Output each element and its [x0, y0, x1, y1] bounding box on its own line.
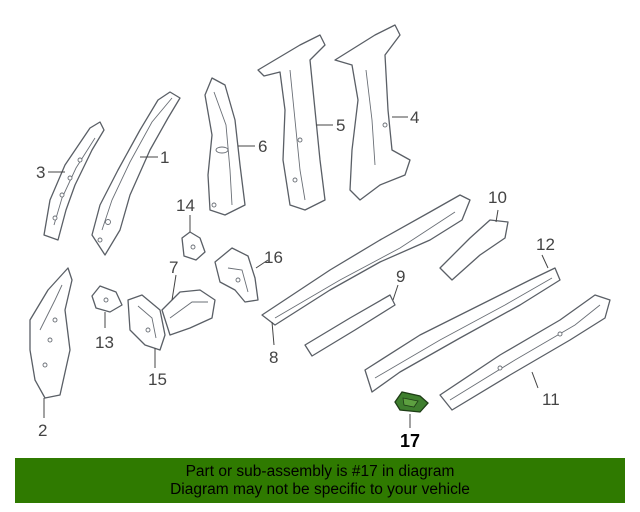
part-2[interactable] [29, 267, 73, 399]
part-17[interactable] [394, 391, 429, 413]
callout-9: 9 [396, 267, 405, 286]
part-11[interactable] [439, 294, 611, 411]
callout-3: 3 [36, 163, 45, 182]
callout-8: 8 [269, 348, 278, 367]
parts-diagram: 3 1 6 5 4 14 16 7 13 15 2 8 9 10 12 11 1… [29, 24, 611, 451]
fitment-banner: Part or sub-assembly is #17 in diagram D… [15, 458, 625, 503]
part-7[interactable] [161, 289, 216, 336]
callout-2: 2 [38, 421, 47, 440]
callout-16: 16 [264, 248, 283, 267]
callout-17: 17 [400, 431, 420, 451]
leader-lines [43, 116, 549, 428]
part-1[interactable] [91, 91, 181, 256]
part-6[interactable] [204, 77, 246, 216]
part-3[interactable] [43, 121, 105, 241]
part-16[interactable] [214, 247, 259, 303]
part-4[interactable] [334, 24, 411, 201]
part-12[interactable] [364, 267, 561, 393]
banner-line-2: Diagram may not be specific to your vehi… [170, 480, 470, 498]
callout-6: 6 [258, 137, 267, 156]
callout-5: 5 [336, 116, 345, 135]
callout-4: 4 [410, 108, 419, 127]
callout-10: 10 [488, 188, 507, 207]
part-8[interactable] [261, 194, 471, 326]
callout-13: 13 [95, 333, 114, 352]
callout-12: 12 [536, 235, 555, 254]
callout-15: 15 [148, 370, 167, 389]
part-15[interactable] [127, 294, 166, 351]
part-10[interactable] [439, 219, 509, 281]
callout-7: 7 [169, 258, 178, 277]
banner-line-1: Part or sub-assembly is #17 in diagram [185, 462, 455, 480]
callout-1: 1 [160, 148, 169, 167]
part-5[interactable] [257, 34, 326, 211]
part-13[interactable] [91, 285, 123, 313]
callout-11: 11 [542, 390, 560, 409]
part-14[interactable] [181, 231, 206, 261]
part-9[interactable] [304, 294, 396, 357]
callout-14: 14 [176, 196, 195, 215]
